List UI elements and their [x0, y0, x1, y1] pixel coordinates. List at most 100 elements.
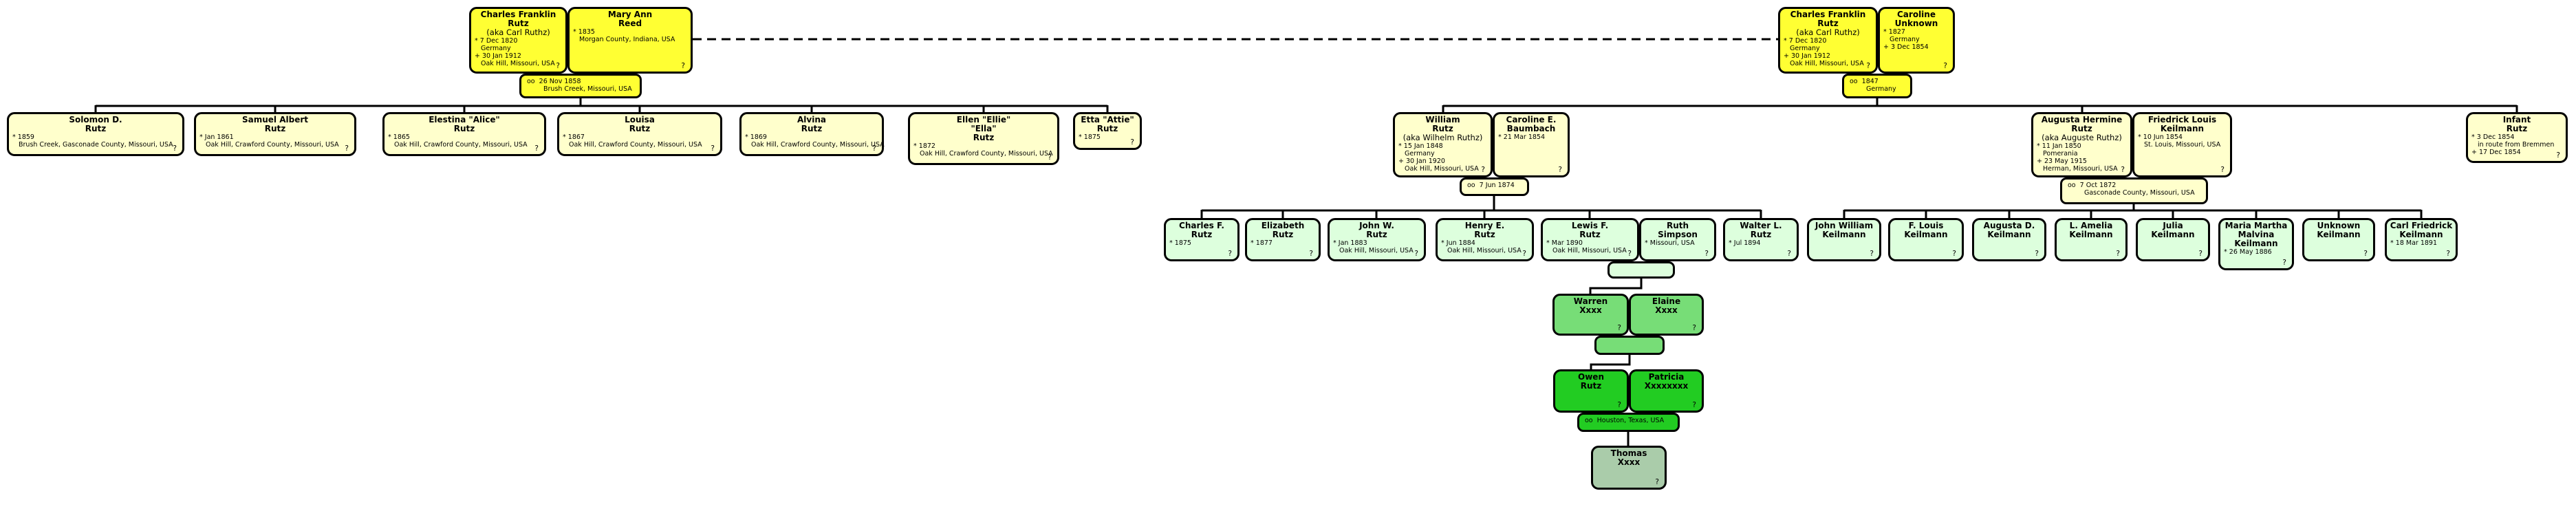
person-name-line: Rutz: [1579, 230, 1601, 239]
marriage-detail-line: Germany: [1866, 85, 1896, 93]
person-name-line: L. Amelia: [2069, 221, 2113, 230]
person-detail-line: * 1859: [12, 133, 34, 141]
person-detail-line: Oak Hill, Missouri, USA: [1790, 60, 1864, 67]
person-detail-line: Oak Hill, Crawford County, Missouri, USA: [920, 150, 1053, 157]
person-name-line: Keilmann: [1904, 230, 1948, 239]
person-detail-line: Oak Hill, Missouri, USA: [1552, 247, 1627, 254]
unknown-marker: ?: [1866, 62, 1870, 70]
unknown-marker: ?: [2121, 166, 2125, 174]
marriage-m-lewis-ruth: [1608, 261, 1675, 279]
unknown-marker: ?: [1414, 250, 1418, 258]
unknown-marker: ?: [1558, 166, 1562, 174]
person-name-line: Augusta D.: [1983, 221, 2035, 230]
person-name-line: Julia: [2163, 221, 2183, 230]
person-name-line: "Ella": [971, 124, 997, 133]
person-charles-f[interactable]: Charles F.Rutz* 1875?: [1164, 218, 1240, 261]
marriage-m-warren-elaine: [1594, 336, 1665, 355]
person-etta[interactable]: Etta "Attie"Rutz* 1875?: [1073, 112, 1142, 150]
person-name: Augusta D.Keilmann: [1974, 220, 2044, 239]
person-detail-line: in route from Bremmen: [2478, 141, 2555, 149]
unknown-marker: ?: [1228, 250, 1232, 258]
person-caroline-baumbach[interactable]: Caroline E.Baumbach* 21 Mar 1854?: [1493, 112, 1570, 177]
person-detail-line: + 30 Jan 1912: [1784, 52, 1830, 60]
person-detail-line: * Missouri, USA: [1645, 239, 1695, 247]
person-name-line: William: [1425, 115, 1460, 124]
person-detail-line: * Jan 1861: [199, 133, 234, 141]
person-detail-line: * 1865: [388, 133, 410, 141]
person-name-line: Infant: [2502, 115, 2531, 124]
person-name-line: Rutz: [801, 124, 823, 133]
person-name-line: Baumbach: [1506, 124, 1556, 133]
person-name-line: Reed: [618, 19, 642, 28]
person-detail-line: + 23 May 1915: [2037, 157, 2087, 165]
person-detail-line: Germany: [1890, 36, 1920, 43]
person-detail-line: Oak Hill, Missouri, USA: [1447, 247, 1522, 254]
person-detail-line: + 30 Jan 1912: [475, 52, 521, 60]
person-name-line: Rutz: [1191, 230, 1213, 239]
person-detail-line: Morgan County, Indiana, USA: [579, 36, 675, 43]
marriage-detail-line: Gasconade County, Missouri, USA: [2084, 189, 2195, 197]
person-detail-line: Oak Hill, Crawford County, Missouri, USA: [569, 141, 702, 149]
marriage-detail-line: oo Houston, Texas, USA: [1585, 417, 1665, 424]
elbow-to-warren: [1589, 277, 1643, 295]
person-name-line: Augusta Hermine: [2041, 115, 2123, 124]
person-name-line: Xxxx: [1617, 457, 1641, 467]
person-detail-line: * 3 Dec 1854: [2471, 133, 2515, 141]
person-name-line: Xxxx: [1655, 305, 1678, 315]
person-detail-line: * 15 Jan 1848: [1398, 142, 1443, 150]
person-detail-line: * Mar 1890: [1546, 239, 1583, 247]
person-name-line: Rutz: [264, 124, 286, 133]
unknown-marker: ?: [1787, 250, 1791, 258]
marriage-detail-line: oo 1847: [1850, 78, 1879, 85]
person-detail-line: Germany: [1405, 150, 1435, 157]
person-name-line: Keilmann: [2234, 239, 2278, 248]
person-aka: (aka Carl Ruthz): [1796, 28, 1860, 37]
person-detail-line: Oak Hill, Crawford County, Missouri, USA: [206, 141, 339, 149]
person-name-line: Keilmann: [2399, 230, 2443, 239]
person-name-line: Henry E.: [1464, 221, 1505, 230]
person-walter-l[interactable]: Walter L.Rutz* Jul 1894?: [1723, 218, 1799, 261]
person-name-line: Rutz: [85, 124, 107, 133]
rail-children-cf-mary: [94, 97, 1109, 113]
unknown-marker: ?: [1952, 250, 1956, 258]
unknown-marker: ?: [2220, 166, 2225, 174]
person-name-line: Etta "Attie": [1081, 115, 1134, 124]
unknown-marker: ?: [1048, 153, 1052, 162]
person-augusta-d-k[interactable]: Augusta D.Keilmann?: [1972, 218, 2046, 261]
